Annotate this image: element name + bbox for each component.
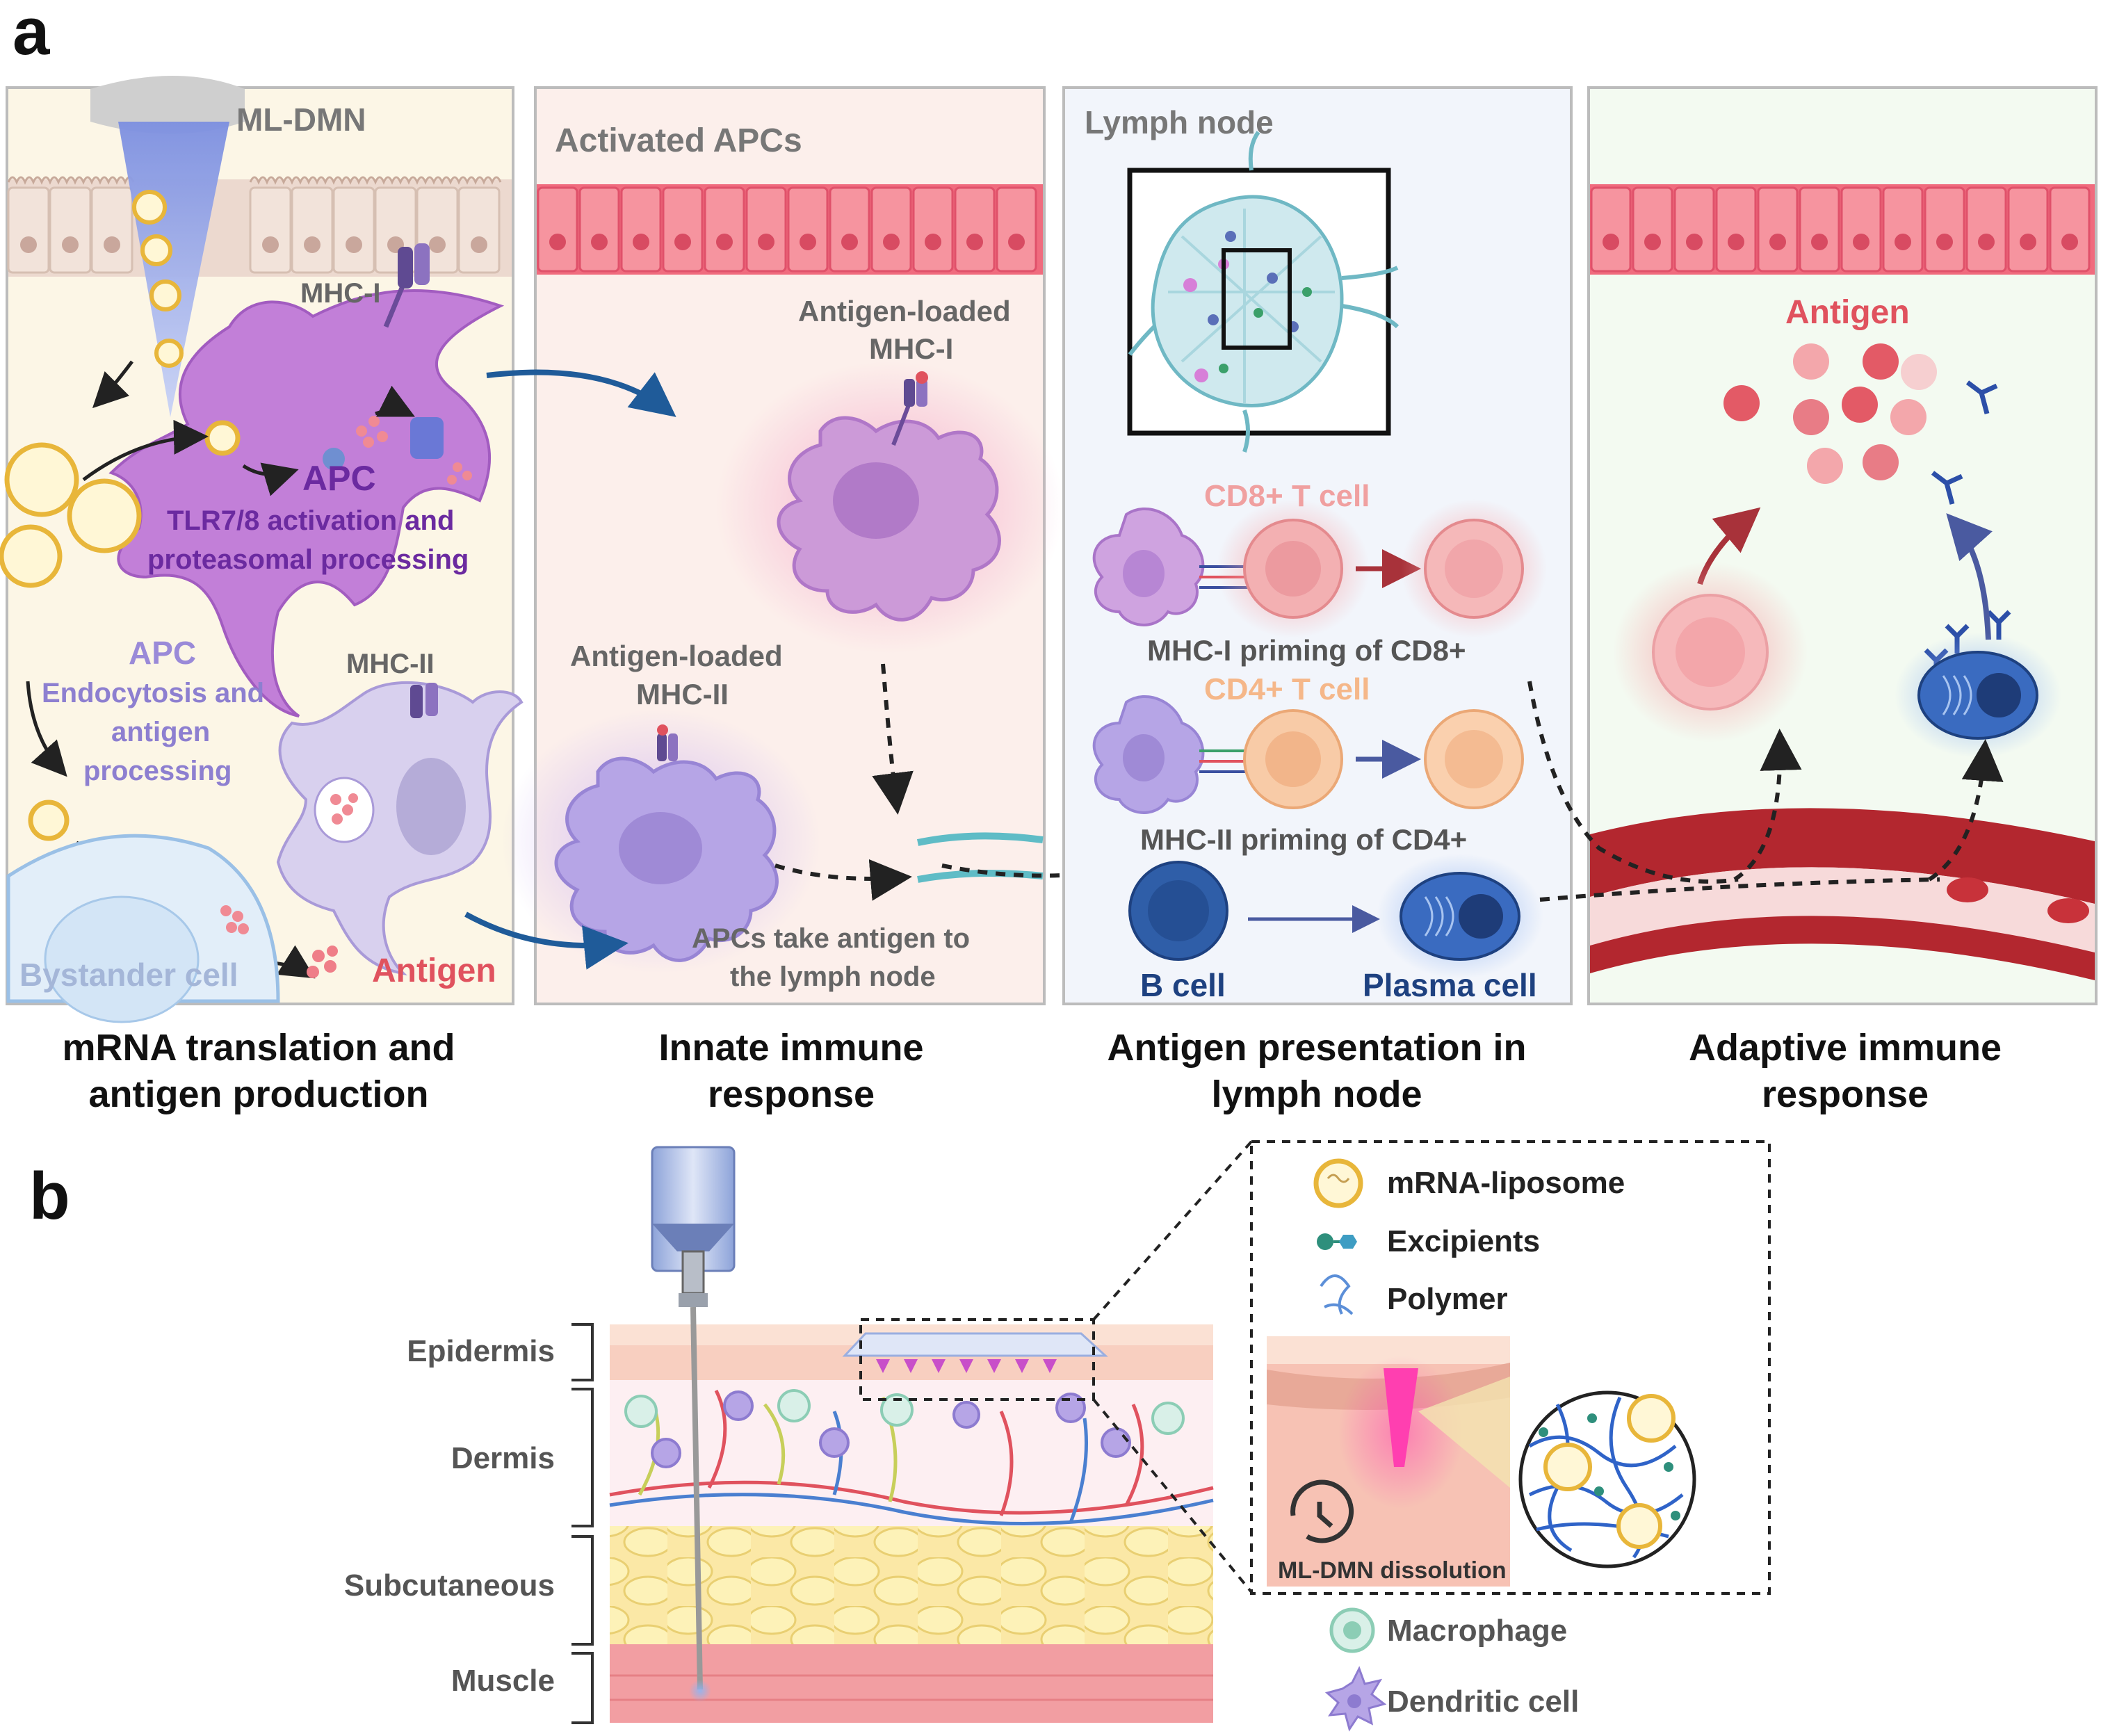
mhc2-priming-label: MHC-II priming of CD4+ (1140, 823, 1467, 856)
plasma-cell-p4 (1917, 651, 2038, 740)
layer-brackets (571, 1323, 594, 1724)
epithelium-layer (7, 176, 512, 277)
dc-cd4-priming (1092, 695, 1251, 814)
apc2-desc-line1: Endocytosis and (42, 678, 264, 708)
lymph-vessel-p2 (916, 832, 1044, 883)
mhc2-loaded-line2: MHC-II (636, 678, 729, 711)
layer-muscle: Muscle (451, 1664, 555, 1698)
panel-3-caption-line2: lymph node (1211, 1073, 1422, 1115)
migration-arrows (464, 369, 676, 970)
panel-2: Activated APCs Antigen-loaded MHC-I Anti… (501, 86, 1124, 1005)
apc-title: APC (302, 459, 376, 498)
cross-panel-dashed-arrows (1527, 681, 1940, 902)
ml-dmn-microneedle (90, 76, 245, 417)
plasma-cell-label: Plasma cell (1363, 967, 1537, 1003)
dissolution-cycle-icon (1290, 1479, 1354, 1543)
legend-dendritic-label: Dendritic cell (1387, 1685, 1579, 1719)
epithelium-layer-p4 (1590, 184, 2095, 275)
panel-1: ML-DMN MHC-I APC TLR7/8 activation and p… (0, 76, 524, 1023)
cd4-label: CD4+ T cell (1204, 672, 1370, 706)
antibody-secretion-arrow (1946, 513, 1993, 640)
activated-apc-lower (554, 724, 779, 962)
layer-dermis: Dermis (451, 1441, 555, 1475)
dermal-dendritic-cells (651, 1390, 1131, 1468)
legend-dissolution-label: ML-DMN dissolution (1278, 1557, 1507, 1584)
polymer-icon (1320, 1274, 1354, 1315)
panel-2-caption-line2: response (708, 1073, 875, 1115)
microneedle-patch (842, 1318, 1108, 1401)
excipients-icon (1317, 1233, 1357, 1250)
legend-box: mRNA-liposome Excipients Polymer ML-DMN … (1250, 1140, 1771, 1595)
dashed-arrows-p4 (1733, 729, 2004, 882)
panel-3: Lymph node CD8+ T cell (1062, 86, 1573, 1005)
plasma-cell (1400, 872, 1520, 961)
dendritic-cell-icon (1324, 1666, 1387, 1732)
syringe (651, 1146, 736, 1702)
antigen-label-p4: Antigen (1785, 294, 1910, 331)
epithelium-layer-p2 (537, 184, 1043, 275)
layer-epidermis: Epidermis (407, 1334, 555, 1368)
lavender-apc-cell (276, 681, 524, 976)
mhc2-loaded-line1: Antigen-loaded (570, 640, 783, 672)
apc2-desc-line3: processing (83, 756, 232, 786)
antigen-label-p1: Antigen (372, 952, 496, 989)
panel-2-title: Activated APCs (555, 122, 802, 159)
zoom-lines (1092, 1140, 1253, 1593)
panel-1-caption-line2: antigen production (89, 1073, 429, 1115)
bystander-label: Bystander cell (19, 957, 238, 993)
lymph-node-inset (1127, 131, 1400, 453)
apc2-title: APC (129, 635, 196, 671)
mhc2-label: MHC-II (346, 649, 435, 679)
legend-macrophage-label: Macrophage (1387, 1614, 1567, 1648)
mhc1-receptor (383, 243, 430, 328)
ml-dmn-label: ML-DMN (236, 102, 366, 138)
mrna-liposomes (0, 420, 241, 841)
panel-a-letter: a (13, 0, 50, 69)
panel-4-caption-line2: response (1762, 1073, 1929, 1115)
panel-1-caption-line1: mRNA translation and (62, 1027, 455, 1069)
apc-desc-line1: TLR7/8 activation and (167, 505, 454, 536)
panel-2-caption-line1: Innate immune (658, 1027, 923, 1069)
dissolution-inset (1267, 1336, 1510, 1587)
b-cell-label: B cell (1140, 967, 1226, 1003)
panel-4-caption-line1: Adaptive immune (1689, 1027, 2002, 1069)
legend-liposome-label: mRNA-liposome (1387, 1166, 1625, 1200)
mhc1-priming-label: MHC-I priming of CD8+ (1147, 634, 1466, 667)
activated-apc-upper (777, 371, 1001, 622)
mhc1-loaded-line1: Antigen-loaded (798, 295, 1011, 327)
panel-2-note-line1: APCs take antigen to (692, 923, 970, 954)
legend-excipients-label: Excipients (1387, 1224, 1540, 1258)
apc2-desc-line2: antigen (111, 717, 210, 747)
apc-desc-line2: proteasomal processing (147, 544, 469, 575)
panel-2-note-line2: the lymph node (730, 962, 936, 992)
layer-subcutaneous: Subcutaneous (344, 1568, 555, 1603)
panel-3-caption-line1: Antigen presentation in (1107, 1027, 1526, 1069)
legend-polymer-label: Polymer (1387, 1282, 1508, 1316)
antigen-particles-p4 (1723, 343, 1937, 484)
panel-b-letter: b (29, 1159, 70, 1233)
mrna-liposome-icon (1313, 1158, 1363, 1208)
macrophage-icon (1329, 1607, 1375, 1653)
mhc1-label: MHC-I (300, 278, 381, 309)
skin-cross-section (609, 1146, 1214, 1723)
mhc2-receptor (410, 683, 438, 718)
panel-4: Antigen (1587, 86, 2098, 1005)
mhc1-loaded-line2: MHC-I (869, 332, 953, 365)
antigen-particles-p1 (307, 946, 338, 978)
dermal-macrophages (624, 1389, 1185, 1435)
bystander-cell (6, 834, 280, 1023)
panel-3-title: Lymph node (1085, 104, 1274, 140)
polymer-network-zoom (1518, 1390, 1696, 1568)
